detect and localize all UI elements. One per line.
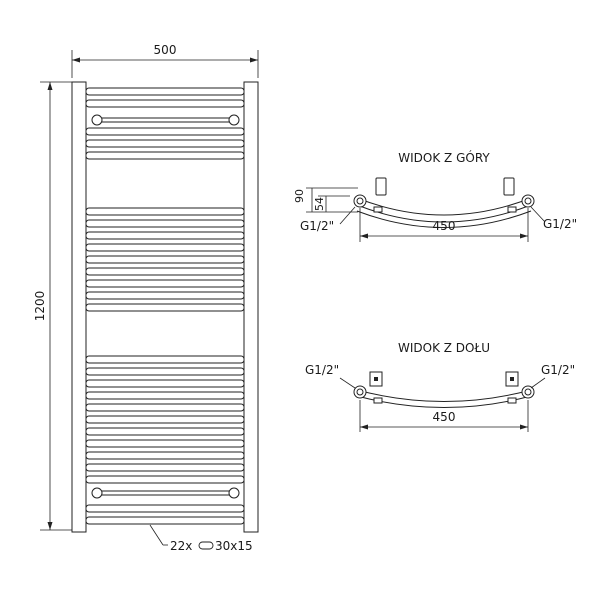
- depth-label: 90: [293, 189, 306, 203]
- horizontal-tube: [85, 243, 245, 252]
- horizontal-tube: [85, 415, 245, 424]
- horizontal-tube: [85, 504, 245, 513]
- connector-knob: [228, 114, 240, 126]
- pipe-end-right-inner: [524, 197, 532, 205]
- horizontal-tube: [85, 475, 245, 484]
- horizontal-tube: [85, 403, 245, 412]
- horizontal-tube: [85, 127, 245, 136]
- top-left-connector-label: G1/2": [300, 219, 334, 233]
- pipe-end-left-inner: [356, 197, 364, 205]
- height-label: 1200: [33, 291, 47, 322]
- horizontal-tube: [85, 291, 245, 300]
- tube-dims-label: 30x15: [215, 539, 253, 553]
- horizontal-tube: [85, 516, 245, 525]
- horizontal-tube: [85, 151, 245, 160]
- horizontal-tube: [85, 391, 245, 400]
- oval-tube-icon: [198, 541, 214, 550]
- horizontal-tube: [85, 303, 245, 312]
- top-connectors: [91, 114, 240, 126]
- left-rail: [71, 81, 87, 533]
- pipe-end-left-inner: [356, 388, 364, 396]
- offset-label: 54: [313, 197, 326, 211]
- bottom-right-connector-label: G1/2": [541, 363, 575, 377]
- horizontal-tube: [85, 255, 245, 264]
- bottom-view-title: WIDOK Z DOŁU: [398, 341, 490, 355]
- connector-knob: [228, 487, 240, 499]
- right-rail: [243, 81, 259, 533]
- horizontal-tube: [85, 355, 245, 364]
- width-label: 500: [154, 43, 177, 57]
- horizontal-tube: [85, 139, 245, 148]
- top-right-connector-label: G1/2": [543, 217, 577, 231]
- top-span-label: 450: [433, 219, 456, 233]
- top-view: WIDOK Z GÓRY 90 54 450 G1/2": [293, 150, 577, 242]
- bracket-right: [503, 177, 515, 196]
- horizontal-tube: [85, 99, 245, 108]
- bottom-left-connector-label: G1/2": [305, 363, 339, 377]
- bottom-span-label: 450: [433, 410, 456, 424]
- horizontal-tube: [85, 439, 245, 448]
- horizontal-tube: [85, 379, 245, 388]
- connector-knob: [91, 114, 103, 126]
- horizontal-tube: [85, 267, 245, 276]
- horizontal-tube: [85, 87, 245, 96]
- tube-count-label: 22x: [170, 539, 192, 553]
- top-view-title: WIDOK Z GÓRY: [398, 150, 490, 165]
- horizontal-tube: [85, 279, 245, 288]
- front-view: 500 1200: [33, 43, 259, 553]
- horizontal-tube: [85, 427, 245, 436]
- bottom-connectors: [91, 487, 240, 499]
- horizontal-tube: [85, 219, 245, 228]
- width-dimension: 500: [71, 43, 259, 78]
- horizontal-tube: [85, 231, 245, 240]
- horizontal-tube: [85, 451, 245, 460]
- tube-callout: 22x 30x15: [149, 524, 253, 553]
- horizontal-tube: [85, 207, 245, 216]
- horizontal-tube: [85, 367, 245, 376]
- horizontal-tube: [85, 463, 245, 472]
- pipe-end-right-inner: [524, 388, 532, 396]
- bottom-view: WIDOK Z DOŁU 450 G1/2" G1/2": [305, 341, 575, 432]
- bracket-left: [375, 177, 387, 196]
- connector-knob: [91, 487, 103, 499]
- horizontal-tubes: [85, 87, 245, 525]
- height-dimension: 1200: [33, 81, 78, 531]
